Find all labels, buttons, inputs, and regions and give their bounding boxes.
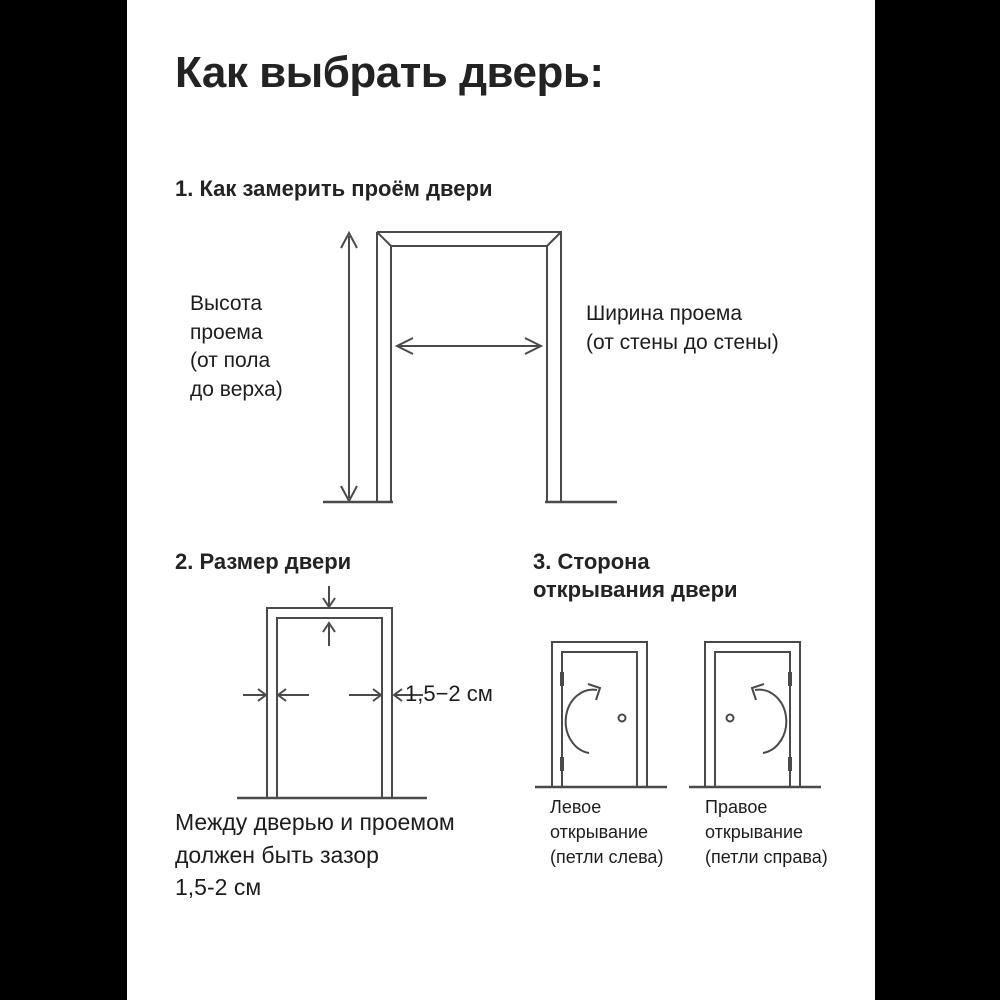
right-door-caption: Правое открывание (петли справа) <box>705 797 828 867</box>
hinge-icon <box>560 757 564 771</box>
gap-note: Между дверью и проемом должен быть зазор… <box>175 809 455 901</box>
hinge-icon <box>560 672 564 686</box>
section-2-diagram <box>237 586 427 800</box>
height-label: Высота проема (от пола до верха) <box>190 292 283 401</box>
page-title: Как выбрать дверь: <box>175 48 604 97</box>
left-door-caption: Левое открывание (петли слева) <box>550 797 664 867</box>
section-1-heading: 1. Как замерить проём двери <box>175 176 493 201</box>
door-handle-icon <box>725 713 735 723</box>
section-3-heading: 3. Сторона открывания двери <box>533 549 738 603</box>
left-opening-door-graphic <box>535 641 667 789</box>
hinge-icon <box>788 757 792 771</box>
gap-arrows-sides <box>243 688 423 702</box>
right-black-bar <box>875 0 1000 1000</box>
hinge-icon <box>788 672 792 686</box>
width-dimension-arrow <box>394 337 544 355</box>
infographic-sheet: Как выбрать дверь: 1. Как замерить проём… <box>127 0 875 1000</box>
section-1-diagram <box>323 230 617 504</box>
width-label: Ширина проема (от стены до стены) <box>586 302 779 354</box>
gap-arrows-top <box>322 586 336 646</box>
section-2-heading: 2. Размер двери <box>175 549 352 574</box>
height-dimension-arrow <box>340 230 358 504</box>
section-3-diagram <box>535 641 821 789</box>
right-opening-door-graphic <box>689 641 821 789</box>
gap-dimension-label: 1,5−2 см <box>405 681 493 706</box>
door-handle-icon <box>617 713 627 723</box>
doorway-frame-graphic <box>323 231 617 504</box>
left-black-bar <box>0 0 127 1000</box>
